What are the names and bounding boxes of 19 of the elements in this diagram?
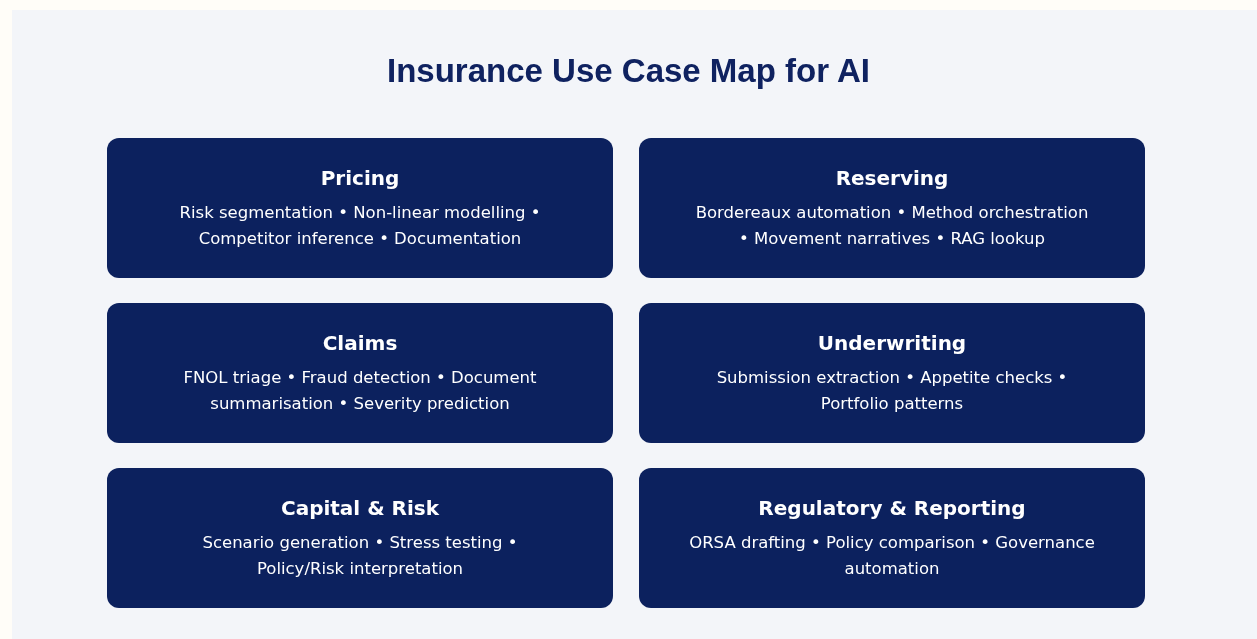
card-description: ORSA drafting • Policy comparison • Governance automation: [689, 532, 1095, 580]
use-case-card: [639, 303, 1145, 443]
card-heading: Reserving: [834, 166, 950, 190]
card-description: Scenario generation • Stress testing • Policy/Risk interpretation: [201, 532, 519, 580]
card-description: FNOL triage • Fraud detection • Document summarisation • Severity prediction: [182, 367, 538, 415]
use-case-card: [639, 138, 1145, 278]
card-heading: Underwriting: [816, 331, 968, 355]
card-description: Submission extraction • Appetite checks • Portfolio patterns: [715, 367, 1069, 415]
card-description: Risk segmentation • Non-linear modelling • Competitor inference • Documentation: [178, 202, 542, 250]
diagram-title: Insurance Use Case Map for AI: [386, 52, 871, 90]
card-heading: Capital & Risk: [279, 496, 441, 520]
use-case-card: [639, 468, 1145, 608]
card-description: Bordereaux automation • Method orchestration • Movement narratives • RAG lookup: [694, 202, 1090, 250]
card-heading: Regulatory & Reporting: [757, 496, 1027, 520]
use-case-card: [107, 303, 613, 443]
card-heading: Pricing: [319, 166, 401, 190]
use-case-card: [107, 468, 613, 608]
card-heading: Claims: [321, 331, 399, 355]
use-case-card: [107, 138, 613, 278]
